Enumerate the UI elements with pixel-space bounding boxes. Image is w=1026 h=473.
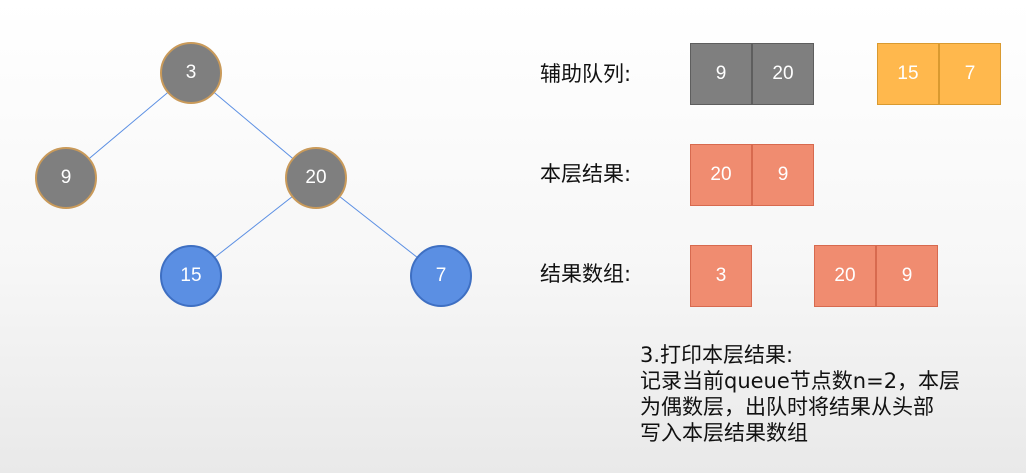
result-cell-1-value: 3 [715, 265, 727, 286]
tree-node-left: 9 [35, 147, 97, 209]
result-cell-1: 3 [690, 245, 752, 307]
result-cell-2-value: 20 [834, 265, 856, 286]
tree-node-left-label: 9 [60, 167, 72, 188]
queue-cell-3-value: 15 [897, 63, 919, 84]
step-description-line-1: 3.打印本层结果: [640, 343, 794, 367]
result-cell-3-value: 9 [901, 265, 913, 286]
queue-cell-3: 15 [877, 43, 939, 105]
step-description: 3.打印本层结果: 记录当前queue节点数n=2，本层 为偶数层，出队时将结果… [640, 342, 960, 446]
queue-cell-2: 20 [752, 43, 814, 105]
level-cell-2: 9 [752, 144, 814, 206]
tree-node-right-right: 7 [410, 245, 472, 307]
level-cell-1-value: 20 [710, 164, 732, 185]
step-description-line-2: 记录当前queue节点数n=2，本层 [640, 369, 961, 393]
queue-cell-4-value: 7 [964, 63, 976, 84]
tree-node-root: 3 [160, 42, 222, 104]
tree-node-right-label: 20 [305, 167, 327, 188]
result-label: 结果数组: [540, 262, 632, 286]
level-label: 本层结果: [540, 162, 632, 186]
step-description-line-3: 为偶数层，出队时将结果从头部 [640, 395, 934, 419]
queue-cell-4: 7 [939, 43, 1001, 105]
queue-cell-1: 9 [690, 43, 752, 105]
tree-node-root-label: 3 [185, 62, 197, 83]
queue-cell-2-value: 20 [772, 63, 794, 84]
queue-label: 辅助队列: [540, 62, 632, 86]
tree-node-right: 20 [285, 147, 347, 209]
step-description-line-4: 写入本层结果数组 [640, 421, 808, 445]
level-cell-2-value: 9 [777, 164, 789, 185]
result-cell-3: 9 [876, 245, 938, 307]
level-cell-1: 20 [690, 144, 752, 206]
queue-cell-1-value: 9 [715, 63, 727, 84]
result-cell-2: 20 [814, 245, 876, 307]
tree-node-right-left: 15 [160, 245, 222, 307]
tree-node-right-left-label: 15 [180, 265, 202, 286]
tree-node-right-right-label: 7 [435, 265, 447, 286]
